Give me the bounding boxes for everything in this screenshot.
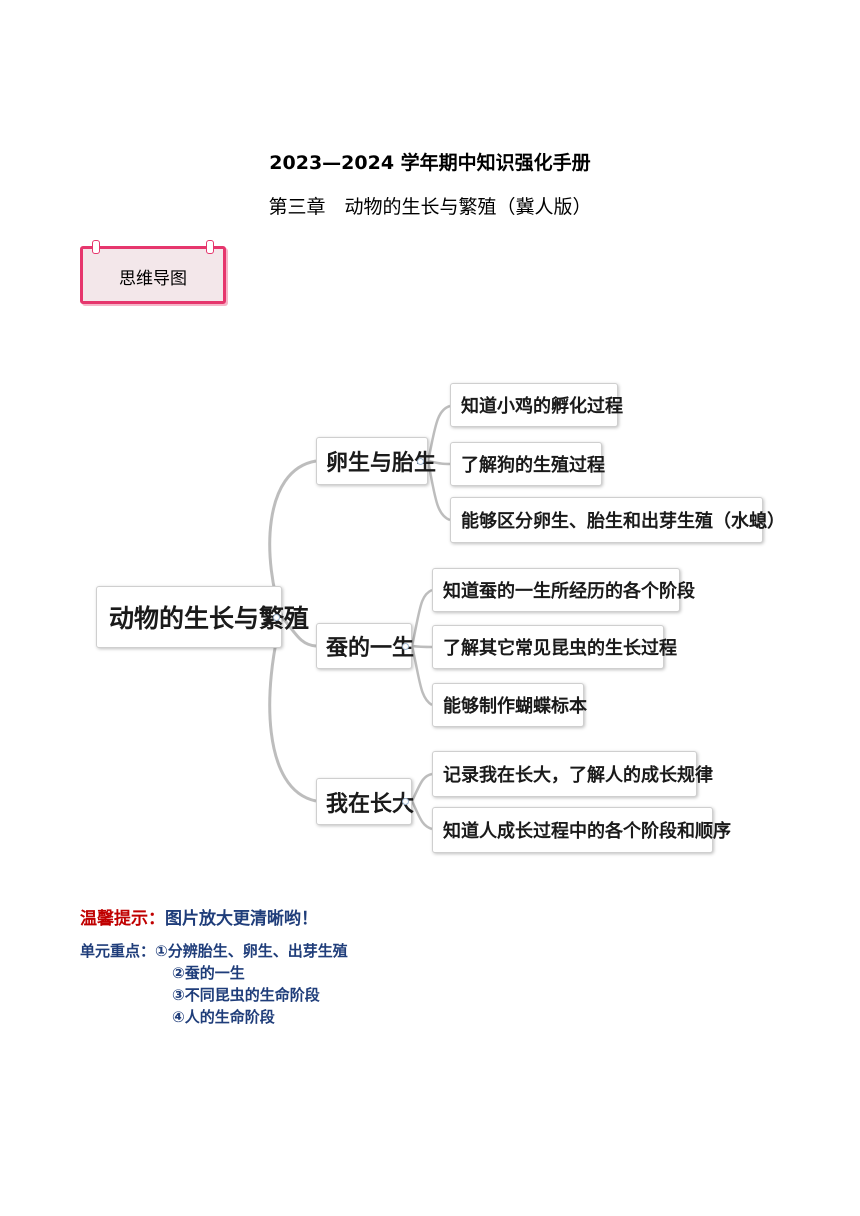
branch-node-3: 我在长大 [316, 778, 414, 825]
connector-b1-leaf-1 [426, 404, 451, 462]
collapse-dot-icon [273, 614, 280, 621]
tip-text: 图片放大更清晰哟！ [165, 909, 318, 929]
leaf-node: 知道人成长过程中的各个阶段和顺序 [432, 807, 731, 853]
root-node: 动物的生长与繁殖 [96, 586, 309, 648]
leaf-node: 能够区分卵生、胎生和出芽生殖（水螅） [450, 497, 785, 543]
collapse-dot-icon [402, 643, 409, 650]
connector-root-branch-3 [268, 616, 317, 803]
pin-right-icon [206, 240, 214, 254]
branch-node-1: 卵生与胎生 [316, 437, 436, 485]
collapse-dot-icon [402, 798, 409, 805]
key-points-label: 单元重点： [80, 942, 156, 960]
mind-map-tag: 思维导图 [80, 240, 228, 306]
leaf-node: 记录我在长大，了解人的成长规律 [432, 751, 713, 797]
connector-b2-leaf-3 [410, 645, 433, 707]
key-point-item: ③不同昆虫的生命阶段 [172, 986, 320, 1004]
leaf-node: 了解狗的生殖过程 [450, 442, 605, 486]
connector-b1-leaf-3 [426, 460, 451, 522]
connector-b2-leaf-1 [410, 588, 433, 647]
tag-card [80, 246, 226, 304]
connector-b3-leaf-2 [410, 800, 433, 831]
chapter-subtitle: 第三章 动物的生长与繁殖（冀人版） [268, 196, 592, 218]
key-point-item: ②蚕的一生 [172, 964, 245, 982]
key-point-item: ④人的生命阶段 [172, 1008, 275, 1026]
connector-b2-leaf-2 [411, 644, 433, 649]
branch-node-2: 蚕的一生 [316, 623, 414, 669]
connector-b3-leaf-1 [410, 772, 433, 802]
tag-label: 思维导图 [119, 269, 187, 289]
pin-left-icon [92, 240, 100, 254]
tip-label: 温馨提示： [80, 909, 165, 929]
leaf-node: 知道小鸡的孵化过程 [450, 383, 623, 427]
connector-root-branch-1 [268, 459, 317, 618]
key-points: 单元重点：①分辨胎生、卵生、出芽生殖 ②蚕的一生 ③不同昆虫的生命阶段 ④人的生… [80, 940, 348, 1028]
collapse-dot-icon [417, 458, 424, 465]
leaf-node: 能够制作蝴蝶标本 [432, 683, 587, 727]
leaf-node: 知道蚕的一生所经历的各个阶段 [432, 568, 695, 612]
connector-root-branch-2 [280, 616, 317, 648]
document-title: 2023—2024 学年期中知识强化手册 [269, 152, 591, 174]
leaf-node: 了解其它常见昆虫的生长过程 [432, 625, 677, 669]
key-point-item: ①分辨胎生、卵生、出芽生殖 [155, 942, 348, 960]
connector-b1-leaf-2 [427, 459, 451, 466]
tip-line: 温馨提示：图片放大更清晰哟！ [80, 904, 318, 929]
